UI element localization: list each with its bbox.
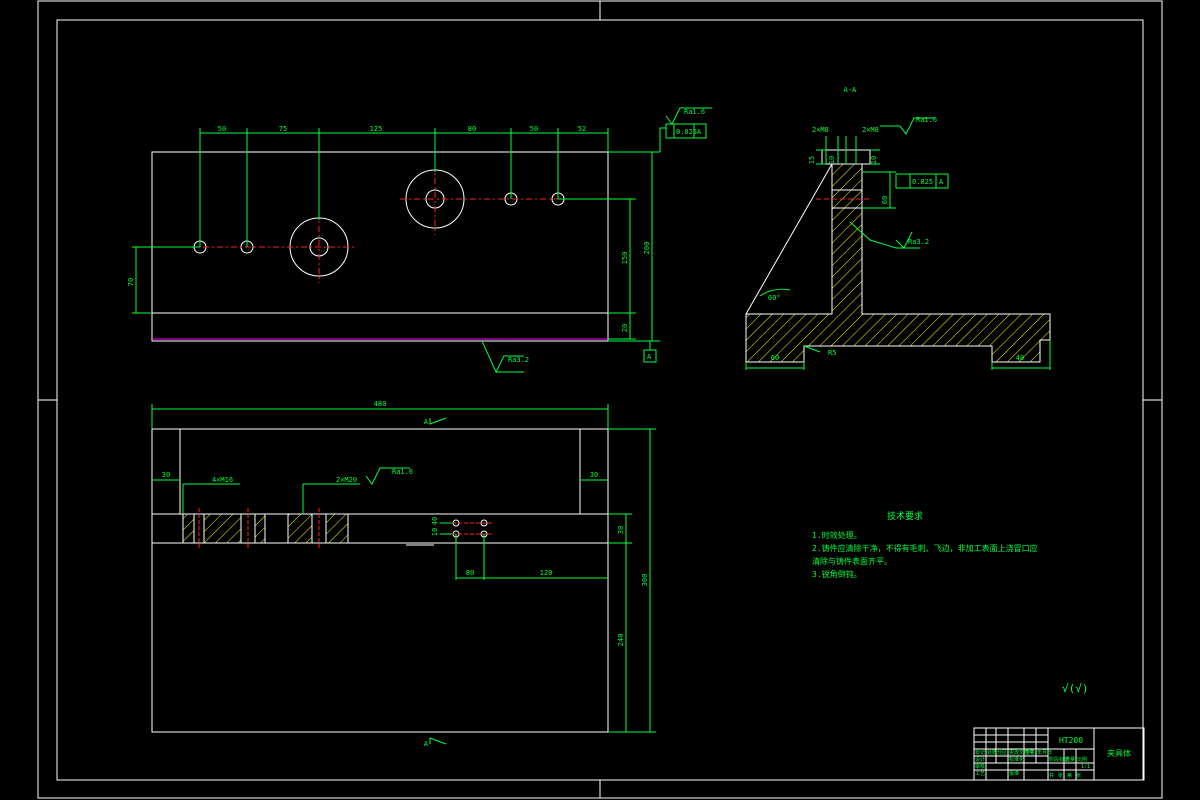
- front-dim-240: 240: [617, 634, 625, 647]
- front-dim-80: 80: [466, 569, 474, 577]
- top-datum-box: A: [647, 353, 652, 361]
- tb-change-doc: 更改文件号: [1009, 749, 1034, 756]
- top-roughness-bottom: Ra3.2: [508, 356, 529, 364]
- top-dim-right-bottom: 20: [621, 324, 629, 332]
- front-dim-right: 30: [590, 471, 598, 479]
- front-section-label-bottom: A: [424, 740, 429, 748]
- top-roughness: Ra1.6: [684, 108, 705, 116]
- drawing-frame: [37, 0, 1163, 799]
- front-section-label-top: A: [424, 418, 429, 426]
- tb-number: 第: [1067, 772, 1072, 779]
- tech-item-2: 2.铸件应清除干净，不得有毛刺、飞边，非加工表面上浇冒口应: [812, 543, 1038, 553]
- front-roughness: Ra1.6: [392, 468, 413, 476]
- top-dim-5: 50: [530, 125, 538, 133]
- section-tolerance: 0.025: [912, 178, 933, 186]
- top-dim-6: 52: [578, 125, 586, 133]
- front-dim-120: 120: [540, 569, 553, 577]
- tb-material: HT200: [1059, 736, 1083, 745]
- outer-border: [37, 0, 1163, 799]
- tb-sheet: 张: [1076, 772, 1081, 779]
- front-view-hatched-sections: [182, 513, 349, 544]
- top-dim-left: 70: [127, 278, 135, 286]
- top-dim-2: 75: [279, 125, 287, 133]
- top-view-dimensions: [132, 107, 712, 374]
- tb-sign: 签名: [1025, 749, 1035, 756]
- tb-review: 审核: [975, 763, 985, 770]
- front-dim-40: 40: [431, 517, 439, 525]
- front-dim-width: 480: [374, 400, 387, 408]
- section-hole-left: 2×M8: [812, 126, 829, 134]
- inner-border: [56, 19, 1144, 781]
- front-dim-left: 30: [162, 471, 170, 479]
- front-holes-b: 2×M20: [336, 476, 357, 484]
- tb-total: 共: [1049, 772, 1054, 779]
- front-holes-a: 4×M16: [212, 476, 233, 484]
- tb-scale-value: 1:1: [1081, 764, 1090, 770]
- tech-title: 技术要求: [887, 510, 923, 522]
- section-angle: 60°: [768, 294, 781, 302]
- section-dim-c: 10: [870, 156, 878, 164]
- section-dim-b: 10: [828, 156, 836, 164]
- top-dim-1: 50: [218, 125, 226, 133]
- section-body: [745, 163, 1051, 363]
- top-dim-right-outer: 200: [643, 242, 651, 255]
- section-title: A-A: [844, 86, 857, 94]
- tb-standard: 标准化: [1009, 756, 1024, 763]
- front-view-outline: [151, 428, 609, 733]
- title-block: 标记 处数 分区 更改文件号 签名 年月日 设计 标准化 审核 工艺 批准 阶段…: [973, 727, 1145, 781]
- front-view-dimensions: [151, 404, 656, 745]
- section-dim-bottom-right: 40: [1016, 354, 1024, 362]
- front-dim-10: 10: [431, 528, 439, 536]
- front-dim-30: 30: [617, 526, 625, 534]
- section-hole-right: 2×M8: [862, 126, 879, 134]
- tb-mark: 标记: [975, 749, 985, 756]
- tech-item-4: 3.锐角倒钝。: [812, 569, 862, 579]
- section-roughness-top: Ra1.6: [916, 116, 937, 124]
- tech-requirements: 技术要求 1.时效处理。 2.铸件应清除干净，不得有毛刺、飞边，非加工表面上浇冒…: [812, 510, 1089, 695]
- section-view: A-A 2×M8 2×M8 Ra1.6 15 10 10 0.025 A 60 …: [745, 86, 1051, 370]
- section-rib-edge: [745, 163, 833, 315]
- section-roughness-side: Ra3.2: [908, 238, 929, 246]
- tb-sheets: 张: [1058, 772, 1063, 779]
- top-tolerance: 0.025: [676, 128, 697, 136]
- tb-part-name: 夹具体: [1107, 748, 1131, 758]
- top-tolerance-datum: A: [697, 128, 702, 136]
- section-dimensions: [745, 117, 1051, 370]
- top-dim-3: 125: [370, 125, 383, 133]
- tb-scale: 比例: [1077, 756, 1087, 763]
- tech-item-3: 清除与铸件表面齐平。: [812, 556, 892, 566]
- section-dim-bottom-left: 60: [771, 354, 779, 362]
- top-dim-right-inner: 150: [621, 252, 629, 265]
- tech-item-1: 1.时效处理。: [812, 530, 862, 540]
- front-view: 480 A A 30 30 4×M16 2×M20 Ra1.6 40 10 80…: [151, 400, 656, 748]
- front-dim-300: 300: [641, 574, 649, 587]
- tb-count: 处数: [987, 749, 997, 756]
- roughness-note: √(√): [1062, 682, 1089, 695]
- tb-weight: 重量: [1065, 756, 1075, 763]
- section-dim-a: 15: [808, 156, 816, 164]
- tb-zone: 分区: [997, 749, 1007, 756]
- tb-design: 设计: [975, 756, 985, 763]
- section-dim-height: 60: [881, 196, 889, 204]
- top-dim-4: 80: [468, 125, 476, 133]
- tb-approve: 批准: [1009, 770, 1019, 777]
- tb-date: 年月日: [1037, 749, 1052, 756]
- tb-process: 工艺: [975, 771, 985, 777]
- section-dim-bottom-mid: R5: [828, 349, 836, 357]
- top-view: 50 75 125 80 50 52 70 150 20 200 Ra1.6 0…: [127, 107, 712, 374]
- tb-stage: 阶段标记: [1049, 756, 1069, 763]
- section-tolerance-datum: A: [939, 178, 944, 186]
